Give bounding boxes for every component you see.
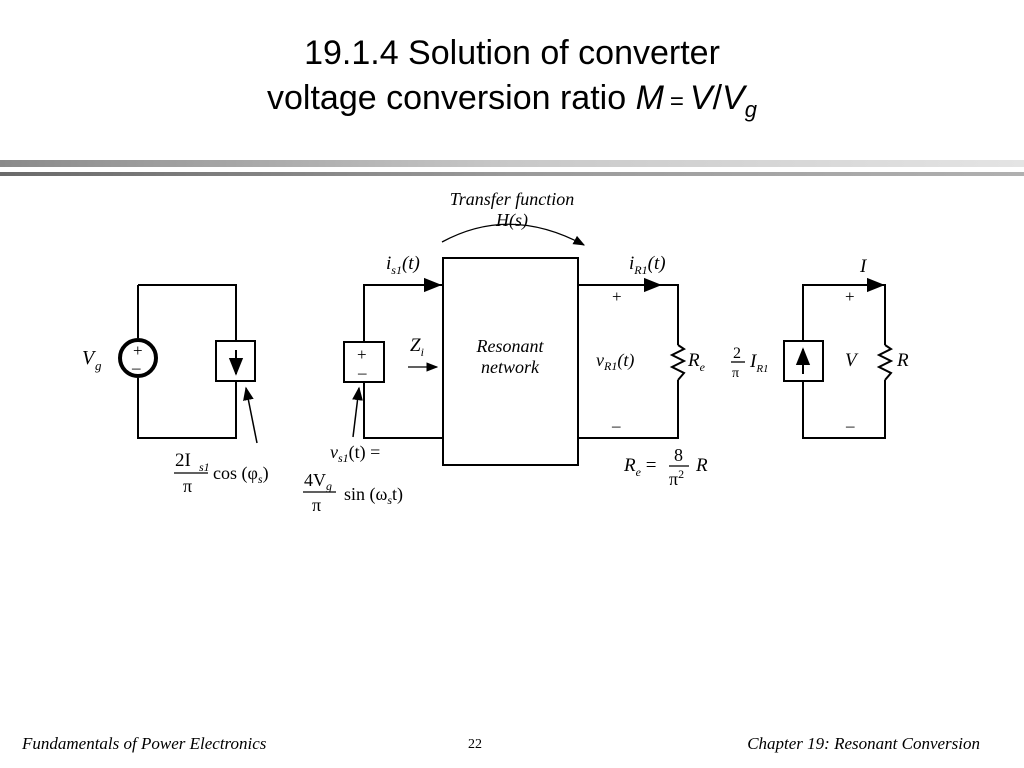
vs1-label: vs1(t) = bbox=[330, 442, 380, 465]
out-V-label: V bbox=[845, 350, 859, 371]
resonant-label-1: Resonant bbox=[476, 336, 545, 356]
src-cos: cos (φs) bbox=[213, 463, 269, 486]
out-I-label: I bbox=[859, 256, 868, 277]
title-equals: = bbox=[669, 88, 684, 115]
re-eq-num: 8 bbox=[674, 445, 683, 465]
title-slash: / bbox=[712, 79, 723, 117]
re-label: Re bbox=[687, 350, 706, 374]
input-circuit bbox=[137, 284, 237, 439]
resonant-circuit bbox=[363, 284, 679, 439]
vg-sub: g bbox=[95, 358, 102, 373]
title-prefix: voltage conversion ratio bbox=[267, 79, 636, 117]
title-divider-top bbox=[0, 160, 1024, 167]
vs1-frac-den: π bbox=[312, 495, 321, 515]
out-R-label: R bbox=[896, 350, 909, 371]
slide-title-line1: 19.1.4 Solution of converter bbox=[304, 34, 720, 72]
transfer-arc-arrow-icon bbox=[441, 223, 586, 246]
vr1-minus: – bbox=[611, 416, 621, 435]
footer-chapter: Chapter 19: Resonant Conversion bbox=[747, 734, 980, 753]
is1-label: is1(t) bbox=[386, 253, 420, 277]
vs1-frac-num: 4Vg bbox=[304, 470, 332, 493]
vg-plus: + bbox=[133, 341, 143, 360]
out-plus: + bbox=[845, 287, 855, 306]
title-M: M bbox=[635, 79, 664, 117]
out-frac-num: 2 bbox=[733, 345, 741, 362]
src-frac-num-sub: s1 bbox=[199, 460, 210, 474]
transfer-label-1: Transfer function bbox=[450, 189, 575, 209]
ir1-label: iR1(t) bbox=[629, 253, 666, 277]
resonant-label-2: network bbox=[481, 357, 540, 377]
slide-title-line2: voltage conversion ratio M=V/Vg bbox=[0, 78, 1024, 122]
zi-label: Zi bbox=[410, 335, 424, 359]
transfer-label-2: H(s) bbox=[495, 210, 528, 231]
vs1-pointer-arrow-icon bbox=[352, 386, 363, 438]
out-frac-den: π bbox=[732, 366, 739, 381]
src-frac-num: 2I bbox=[175, 450, 191, 471]
title-Vg: V bbox=[722, 79, 745, 117]
resistor-r-icon bbox=[876, 344, 894, 381]
re-eq-R: R bbox=[695, 455, 708, 476]
footer-page-number: 22 bbox=[468, 737, 482, 752]
resistor-re-icon bbox=[669, 344, 687, 381]
resonant-network-box bbox=[442, 257, 579, 466]
re-eq-lhs: Re = bbox=[623, 455, 656, 479]
title-divider-bottom bbox=[0, 172, 1024, 176]
vr1-label: vR1(t) bbox=[596, 350, 634, 373]
out-minus: – bbox=[845, 416, 855, 435]
vs1-minus: – bbox=[357, 363, 367, 382]
vg-minus: – bbox=[131, 358, 141, 377]
title-Vg-sub: g bbox=[744, 97, 757, 122]
out-IR1-label: IR1 bbox=[749, 351, 769, 375]
vs1-plus: + bbox=[357, 345, 367, 364]
re-eq-den: π2 bbox=[669, 467, 684, 489]
vs1-sin: sin (ωst) bbox=[344, 484, 403, 507]
voltage-source-vg-icon bbox=[118, 338, 158, 378]
vr1-plus: + bbox=[612, 287, 622, 306]
src-frac-den: π bbox=[183, 476, 192, 496]
vg-label: V bbox=[82, 347, 97, 369]
footer-book-title: Fundamentals of Power Electronics bbox=[22, 734, 267, 753]
title-V: V bbox=[689, 79, 713, 117]
pointer-arrow-icon bbox=[243, 386, 258, 444]
voltage-source-vs1-box bbox=[343, 341, 385, 383]
